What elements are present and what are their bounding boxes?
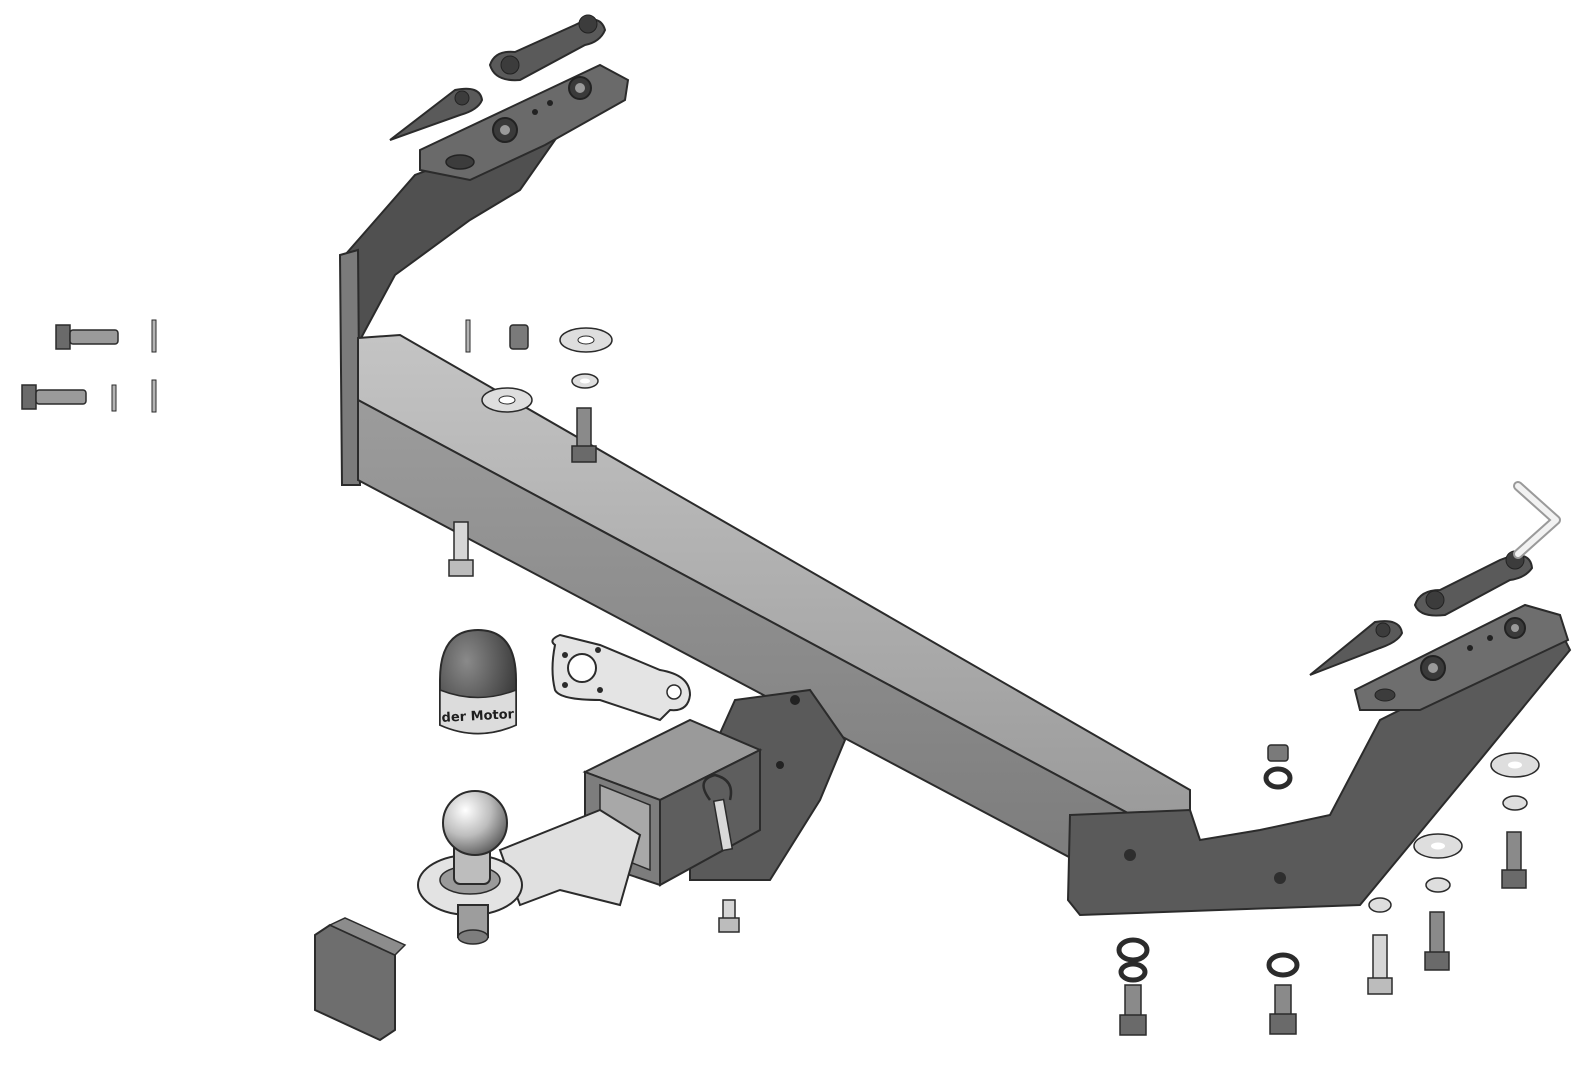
left-mounting-bracket — [338, 63, 630, 486]
bottom-bolt-left — [1119, 984, 1147, 1036]
upright-bolt — [571, 407, 597, 463]
socket-mounting-plate — [551, 633, 692, 722]
hex-nut — [1267, 744, 1289, 762]
bottom-bolt-right — [1269, 984, 1297, 1035]
hex-bolt-upper-left — [55, 324, 119, 350]
left-double-nut-plate — [488, 14, 607, 82]
hex-nut — [509, 324, 529, 350]
spring-washer — [1266, 952, 1300, 978]
upright-bolt-right — [1501, 831, 1527, 889]
flat-washer-edge — [151, 379, 157, 413]
ball-cover-cap: der Motor — [439, 628, 517, 735]
flat-washer-edge — [151, 319, 157, 353]
receiver-end-cap — [314, 917, 407, 1042]
next-image-button[interactable] — [1508, 480, 1564, 560]
right-mounting-bracket — [1066, 603, 1572, 917]
flat-washer-edge — [465, 319, 471, 353]
spring-washer — [1118, 961, 1148, 983]
right-double-nut-plate — [1413, 550, 1534, 617]
right-hardware-group — [1116, 744, 1540, 1036]
left-spacer-plate — [389, 87, 484, 141]
lower-bolt-left — [448, 521, 474, 577]
spring-washer — [1502, 795, 1528, 811]
beam-hardware-left — [448, 327, 740, 933]
spring-washer — [1425, 877, 1451, 893]
small-bolt — [718, 899, 740, 933]
hex-bolt-lower-left — [21, 384, 87, 410]
hitch-pin — [702, 773, 734, 852]
light-bolt-right — [1367, 934, 1393, 995]
right-spacer-plate — [1309, 620, 1404, 676]
left-hardware-group — [21, 319, 529, 413]
tow-ball — [442, 790, 508, 885]
upright-bolt-right-2 — [1424, 911, 1450, 971]
spring-washer-edge — [111, 384, 117, 412]
chevron-right-icon — [1513, 481, 1561, 559]
spring-washer — [1263, 766, 1293, 790]
ball-cover-label: der Motor — [441, 707, 515, 726]
spring-washer — [1116, 937, 1150, 963]
spring-washer — [1368, 897, 1392, 913]
